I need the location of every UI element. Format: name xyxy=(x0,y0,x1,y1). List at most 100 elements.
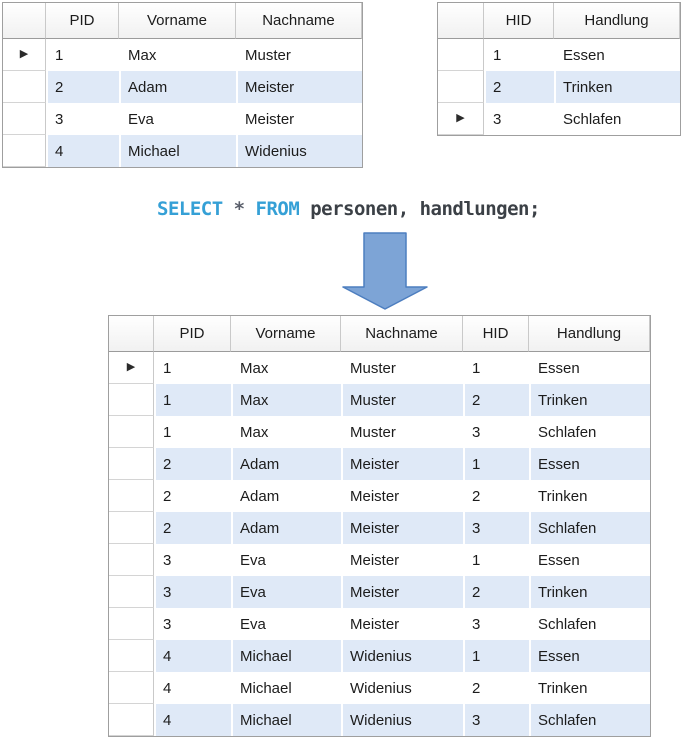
cell-vorname[interactable]: Michael xyxy=(231,640,341,672)
cell-handlung[interactable]: Essen xyxy=(529,448,650,480)
cell-nachname[interactable]: Muster xyxy=(341,416,463,448)
cell-nachname[interactable]: Meister xyxy=(341,608,463,640)
cell-hid[interactable]: 1 xyxy=(463,544,529,576)
cell-pid[interactable]: 4 xyxy=(154,704,231,736)
row-selector[interactable] xyxy=(109,704,154,736)
row-selector[interactable] xyxy=(109,544,154,576)
cell-nachname[interactable]: Meister xyxy=(341,576,463,608)
row-selector[interactable]: ▶ xyxy=(3,39,46,71)
cell-hid[interactable]: 1 xyxy=(463,448,529,480)
cell-nachname[interactable]: Widenius xyxy=(236,135,362,167)
cell-vorname[interactable]: Adam xyxy=(119,71,236,103)
row-selector[interactable] xyxy=(109,416,154,448)
cell-nachname[interactable]: Muster xyxy=(341,384,463,416)
cell-pid[interactable]: 3 xyxy=(154,576,231,608)
row-selector[interactable] xyxy=(438,71,484,103)
cell-vorname[interactable]: Eva xyxy=(119,103,236,135)
row-selector[interactable] xyxy=(109,384,154,416)
cell-hid[interactable]: 2 xyxy=(484,71,554,103)
cell-pid[interactable]: 2 xyxy=(154,480,231,512)
cell-handlung[interactable]: Schlafen xyxy=(554,103,680,135)
result-col-header-handlung[interactable]: Handlung xyxy=(529,316,650,352)
cell-nachname[interactable]: Meister xyxy=(341,480,463,512)
cell-vorname[interactable]: Eva xyxy=(231,576,341,608)
personen-col-header-nachname[interactable]: Nachname xyxy=(236,3,362,39)
cell-nachname[interactable]: Meister xyxy=(341,448,463,480)
cell-nachname[interactable]: Meister xyxy=(341,544,463,576)
row-selector[interactable] xyxy=(109,672,154,704)
result-col-header-hid[interactable]: HID xyxy=(463,316,529,352)
cell-vorname[interactable]: Michael xyxy=(231,704,341,736)
cell-handlung[interactable]: Essen xyxy=(529,352,650,384)
cell-vorname[interactable]: Max xyxy=(231,416,341,448)
cell-handlung[interactable]: Essen xyxy=(529,544,650,576)
row-selector[interactable] xyxy=(3,103,46,135)
row-selector[interactable] xyxy=(109,640,154,672)
row-selector[interactable] xyxy=(3,71,46,103)
cell-handlung[interactable]: Trinken xyxy=(554,71,680,103)
cell-pid[interactable]: 1 xyxy=(154,352,231,384)
result-col-header-pid[interactable]: PID xyxy=(154,316,231,352)
cell-pid[interactable]: 3 xyxy=(154,608,231,640)
cell-hid[interactable]: 3 xyxy=(463,512,529,544)
handlungen-col-header-hid[interactable]: HID xyxy=(484,3,554,39)
row-selector[interactable]: ▶ xyxy=(109,352,154,384)
cell-nachname[interactable]: Muster xyxy=(236,39,362,71)
row-selector[interactable] xyxy=(3,135,46,167)
cell-vorname[interactable]: Adam xyxy=(231,480,341,512)
cell-nachname[interactable]: Widenius xyxy=(341,640,463,672)
cell-nachname[interactable]: Widenius xyxy=(341,672,463,704)
result-col-header-nachname[interactable]: Nachname xyxy=(341,316,463,352)
cell-pid[interactable]: 1 xyxy=(46,39,119,71)
cell-vorname[interactable]: Max xyxy=(119,39,236,71)
cell-handlung[interactable]: Trinken xyxy=(529,384,650,416)
row-selector[interactable] xyxy=(109,480,154,512)
cell-nachname[interactable]: Meister xyxy=(236,103,362,135)
cell-pid[interactable]: 4 xyxy=(154,640,231,672)
cell-pid[interactable]: 1 xyxy=(154,416,231,448)
cell-vorname[interactable]: Adam xyxy=(231,448,341,480)
row-selector[interactable] xyxy=(109,512,154,544)
handlungen-col-header-handlung[interactable]: Handlung xyxy=(554,3,680,39)
cell-hid[interactable]: 2 xyxy=(463,672,529,704)
result-corner-header[interactable] xyxy=(109,316,154,352)
cell-vorname[interactable]: Max xyxy=(231,352,341,384)
cell-handlung[interactable]: Schlafen xyxy=(529,704,650,736)
row-selector[interactable] xyxy=(438,39,484,71)
cell-pid[interactable]: 4 xyxy=(154,672,231,704)
row-selector[interactable]: ▶ xyxy=(438,103,484,135)
cell-hid[interactable]: 2 xyxy=(463,576,529,608)
result-col-header-vorname[interactable]: Vorname xyxy=(231,316,341,352)
cell-handlung[interactable]: Schlafen xyxy=(529,608,650,640)
cell-handlung[interactable]: Trinken xyxy=(529,480,650,512)
cell-hid[interactable]: 1 xyxy=(463,352,529,384)
cell-pid[interactable]: 1 xyxy=(154,384,231,416)
personen-col-header-vorname[interactable]: Vorname xyxy=(119,3,236,39)
cell-hid[interactable]: 2 xyxy=(463,480,529,512)
cell-vorname[interactable]: Michael xyxy=(231,672,341,704)
cell-hid[interactable]: 3 xyxy=(484,103,554,135)
cell-handlung[interactable]: Trinken xyxy=(529,672,650,704)
cell-vorname[interactable]: Eva xyxy=(231,608,341,640)
personen-col-header-pid[interactable]: PID xyxy=(46,3,119,39)
cell-vorname[interactable]: Adam xyxy=(231,512,341,544)
cell-vorname[interactable]: Max xyxy=(231,384,341,416)
cell-handlung[interactable]: Schlafen xyxy=(529,416,650,448)
cell-pid[interactable]: 2 xyxy=(46,71,119,103)
cell-pid[interactable]: 2 xyxy=(154,512,231,544)
cell-hid[interactable]: 3 xyxy=(463,416,529,448)
cell-nachname[interactable]: Muster xyxy=(341,352,463,384)
cell-pid[interactable]: 3 xyxy=(154,544,231,576)
cell-vorname[interactable]: Eva xyxy=(231,544,341,576)
cell-pid[interactable]: 3 xyxy=(46,103,119,135)
cell-pid[interactable]: 2 xyxy=(154,448,231,480)
cell-pid[interactable]: 4 xyxy=(46,135,119,167)
cell-vorname[interactable]: Michael xyxy=(119,135,236,167)
row-selector[interactable] xyxy=(109,448,154,480)
cell-nachname[interactable]: Meister xyxy=(236,71,362,103)
cell-handlung[interactable]: Schlafen xyxy=(529,512,650,544)
cell-hid[interactable]: 1 xyxy=(463,640,529,672)
handlungen-corner-header[interactable] xyxy=(438,3,484,39)
cell-handlung[interactable]: Essen xyxy=(529,640,650,672)
cell-hid[interactable]: 3 xyxy=(463,608,529,640)
